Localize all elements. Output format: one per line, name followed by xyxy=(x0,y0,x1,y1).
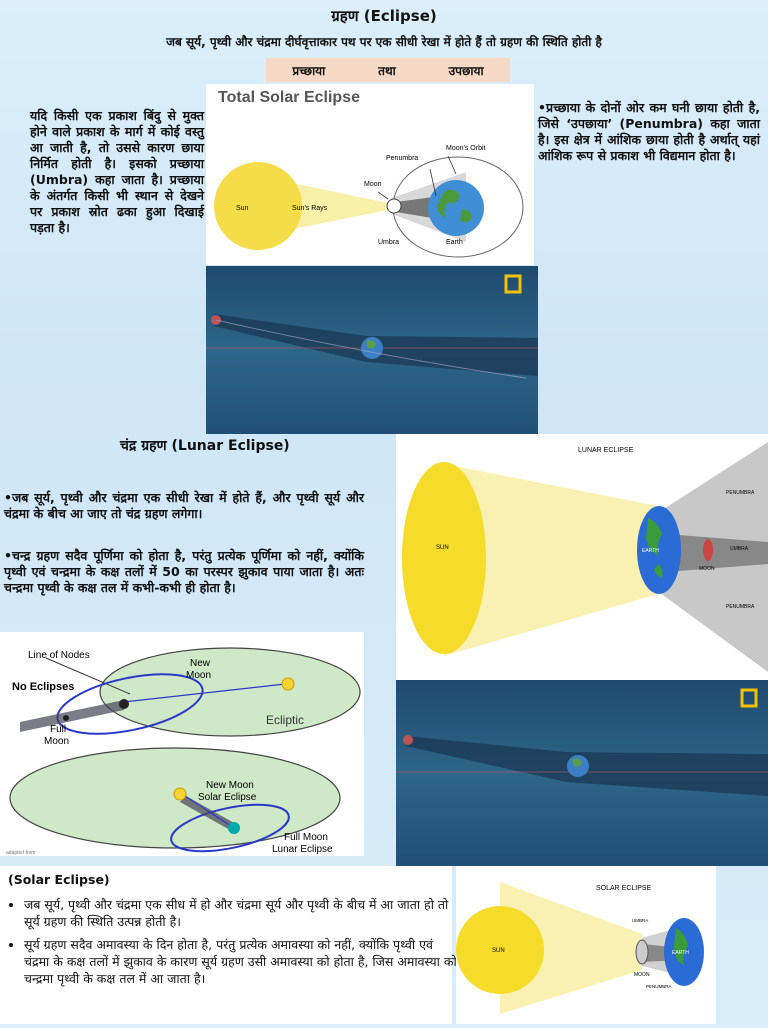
diagram-title: Total Solar Eclipse xyxy=(218,89,360,106)
earth-node-1 xyxy=(119,699,129,709)
pill-and: तथा xyxy=(378,63,396,78)
sun-shape xyxy=(214,162,302,250)
page-subtitle: जब सूर्य, पृथ्वी और चंद्रमा दीर्घवृत्ताक… xyxy=(166,35,602,49)
lunar-eclipse-diagram: LUNAR ECLIPSE SUN EARTH MOON PENUMBRA UM… xyxy=(396,434,768,680)
natgeo-logo-2 xyxy=(740,688,758,708)
umbra-label: Umbra xyxy=(378,239,399,246)
lunar-para-1: •जब सूर्य, पृथ्वी और चंद्रमा एक सीधी रेख… xyxy=(4,490,364,521)
solar-earth-label: EARTH xyxy=(672,950,689,956)
solar-moon-label: MOON xyxy=(634,972,650,978)
pill-penumbra: उपछाया xyxy=(448,63,484,78)
lunar-section-title: चंद्र ग्रहण (Lunar Eclipse) xyxy=(120,438,290,454)
lunar-umbra-label: UMBRA xyxy=(730,546,749,552)
moon-dot-2 xyxy=(403,735,413,745)
no-eclipses-label: No Eclipses xyxy=(12,681,74,693)
moon-label: Moon xyxy=(364,181,382,188)
umbra-paragraph: यदि किसी एक प्रकाश बिंदु से मुक्त होने व… xyxy=(30,108,204,235)
solar-umbra-label: UMBRA xyxy=(632,918,648,923)
lunar-para-2: •चन्द्र ग्रहण सदैव पूर्णिमा को होता है, … xyxy=(4,548,364,595)
sun-icon-2 xyxy=(173,787,187,801)
eclipse-animation-still-2 xyxy=(396,680,768,866)
sun-label: Sun xyxy=(236,205,249,212)
penumbra-label: Penumbra xyxy=(386,155,418,162)
natgeo-logo xyxy=(504,274,522,294)
eclipse-animation-still-1 xyxy=(206,266,538,434)
solar-eclipse-diagram: SOLAR ECLIPSE SUN UMBRA MOON PENUMBRA EA… xyxy=(456,866,716,1024)
solar-penumbra-label: PENUMBRA xyxy=(646,984,672,989)
solar-section: (Solar Eclipse) जब सूर्य, पृथ्वी और चंद्… xyxy=(0,866,457,1024)
orbit-label: Moon's Orbit xyxy=(446,145,486,152)
penumbra-paragraph: •प्रच्छाया के दोनों ओर कम घनी छाया होती … xyxy=(538,100,760,163)
pill-umbra: प्रच्छाया xyxy=(292,63,326,78)
solar-bullet-1: जब सूर्य, पृथ्वी और चंद्रमा एक सीध में ह… xyxy=(24,896,460,930)
earth-label: Earth xyxy=(446,239,463,246)
lunar-moon-label: MOON xyxy=(699,566,715,572)
earth-node-2 xyxy=(228,822,240,834)
sun-icon-1 xyxy=(281,677,295,691)
line-of-nodes-label: Line of Nodes xyxy=(28,650,90,661)
solar-moon-shape xyxy=(635,939,649,965)
lunar-title: LUNAR ECLIPSE xyxy=(578,447,634,454)
solar-title: SOLAR ECLIPSE xyxy=(596,885,652,892)
solar-bullets: जब सूर्य, पृथ्वी और चंद्रमा एक सीध में ह… xyxy=(4,896,460,993)
page-title: ग्रहण (Eclipse) xyxy=(331,7,437,25)
lunar-earth-label: EARTH xyxy=(642,548,659,554)
lunar-sun-shape xyxy=(402,462,486,654)
solar-bullet-2: सूर्य ग्रहण सदैव अमावस्या के दिन होता है… xyxy=(24,936,460,987)
lunar-penumbra-top-label: PENUMBRA xyxy=(726,490,755,496)
terms-pill: प्रच्छाया तथा उपछाया xyxy=(266,58,510,82)
solar-sun-shape xyxy=(456,906,544,994)
rays-label: Sun's Rays xyxy=(292,205,328,212)
solar-sun-label: SUN xyxy=(492,948,505,954)
solar-section-title: (Solar Eclipse) xyxy=(8,872,110,887)
lunar-sun-label: SUN xyxy=(436,545,449,551)
total-solar-eclipse-diagram: Total Solar Eclipse Sun Sun's Rays Moon … xyxy=(206,84,534,265)
credit-text: adapted from xyxy=(6,850,35,856)
ecliptic-label: Ecliptic xyxy=(266,713,304,727)
lunar-moon-shape xyxy=(703,539,713,561)
lunar-penumbra-bottom-label: PENUMBRA xyxy=(726,604,755,610)
earth-shape xyxy=(428,180,484,236)
